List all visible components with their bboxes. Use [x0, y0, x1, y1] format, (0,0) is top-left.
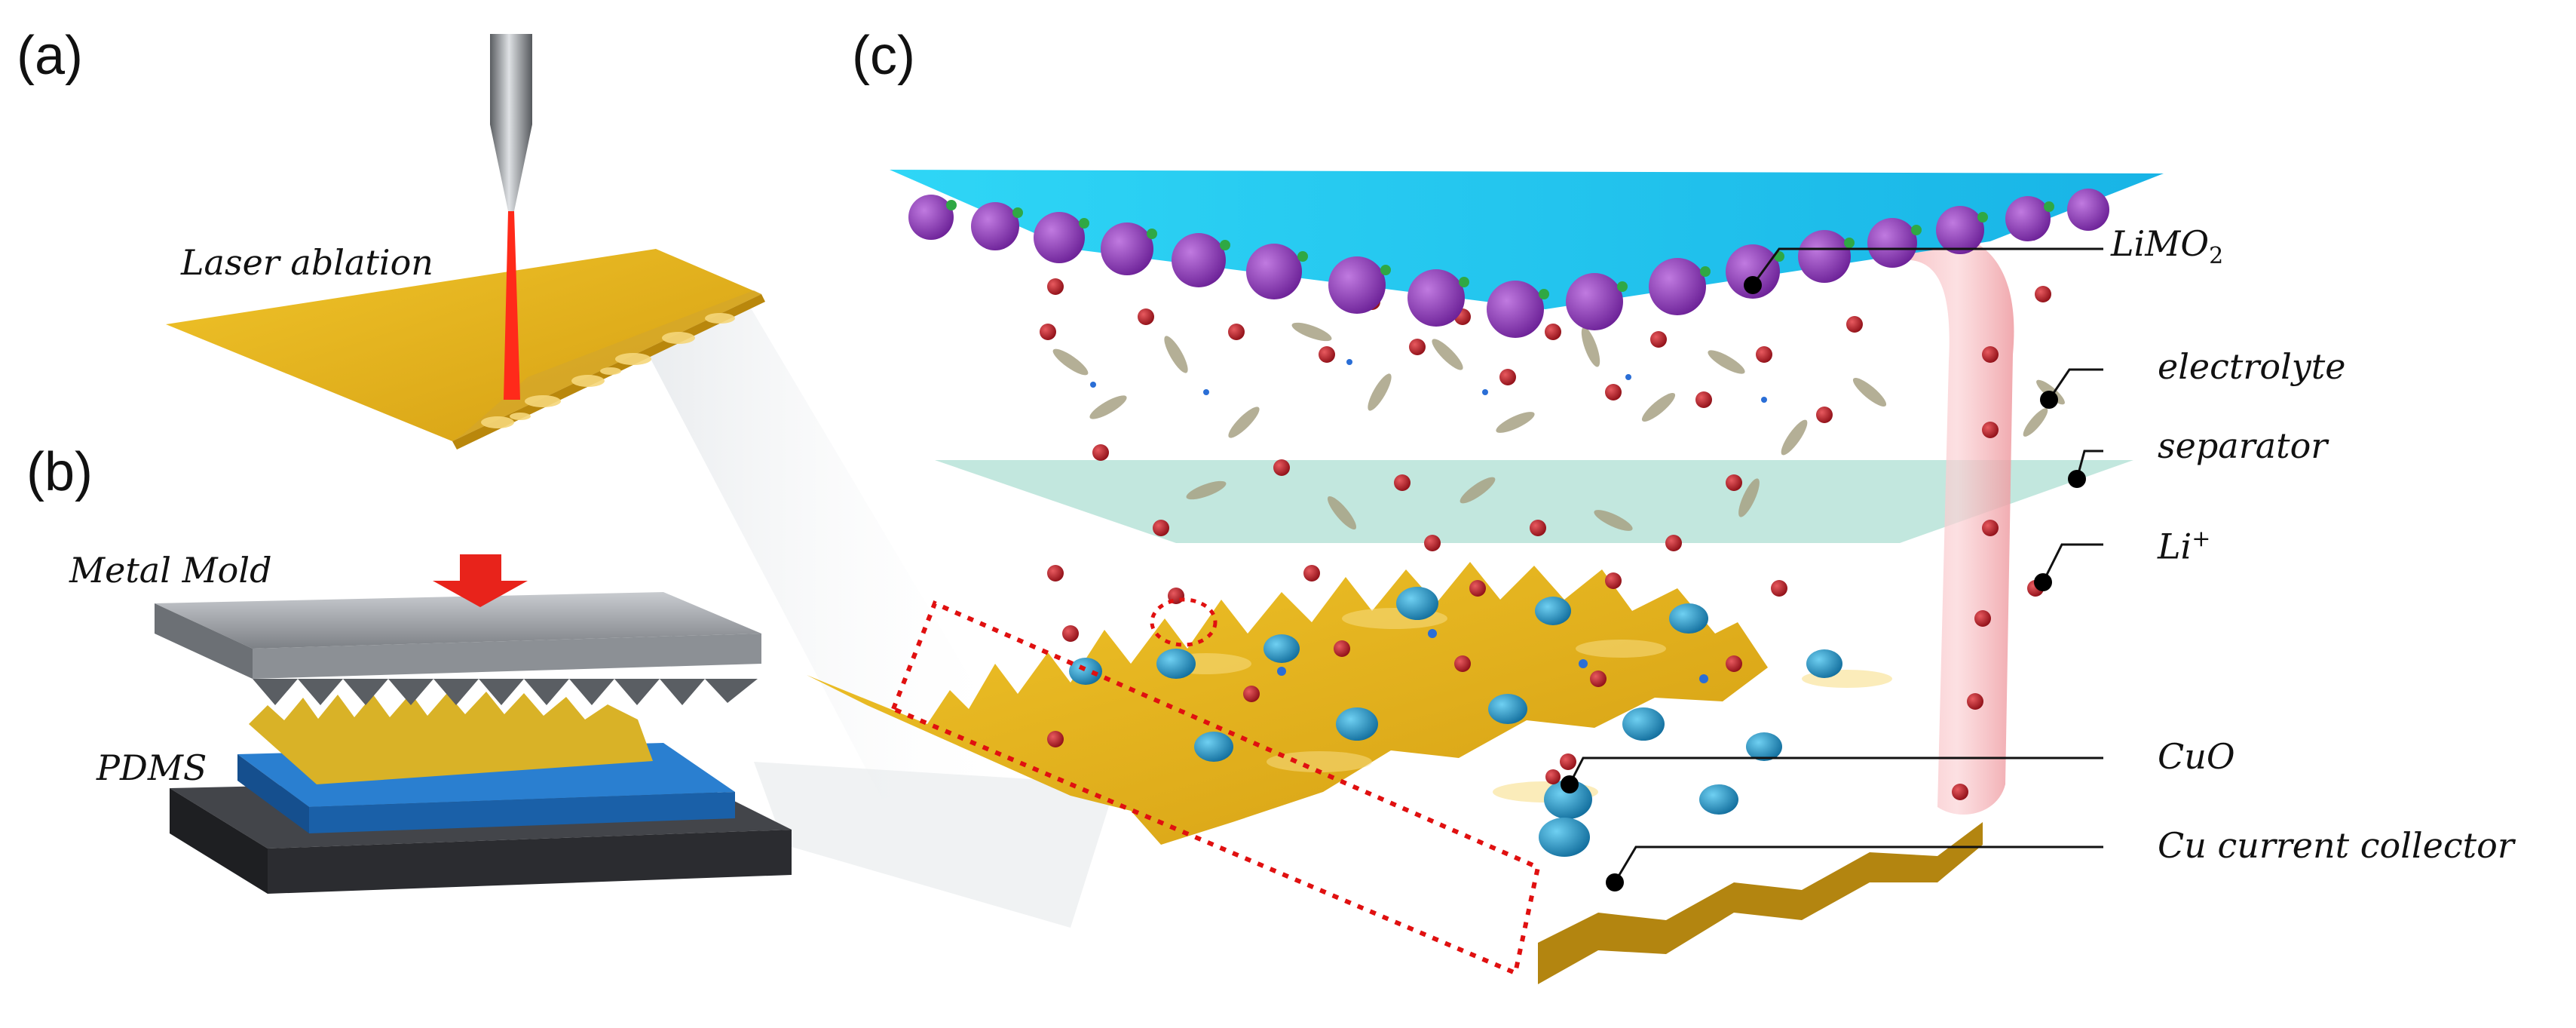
leader-separator [2075, 450, 2103, 480]
leader-cuo [1568, 756, 2103, 785]
label-laser-ablation: Laser ablation [181, 242, 433, 283]
label-limo2: LiMO2 [2111, 226, 2223, 268]
label-limo2-base: LiMO [2111, 223, 2210, 264]
leader-limo2 [1751, 247, 2103, 286]
gold-foil-sheet [166, 249, 761, 441]
label-cuo: CuO [2158, 736, 2235, 777]
label-limo2-subscript: 2 [2209, 243, 2224, 270]
label-pdms: PDMS [96, 747, 207, 788]
zoom-cone-b [754, 762, 1116, 928]
leader-li [2042, 543, 2103, 583]
pink-tube [1900, 231, 2014, 815]
cuo-spheres [1069, 587, 1842, 857]
ablated-texture [481, 313, 735, 428]
label-metal-mold: Metal Mold [69, 550, 272, 591]
label-li-superscript: + [2192, 526, 2211, 552]
label-li-base: Li [2158, 526, 2192, 567]
selection-box [890, 600, 1541, 977]
label-separator: separator [2158, 425, 2328, 466]
laser-beam [504, 211, 520, 400]
panel-label-b: (b) [26, 442, 93, 502]
mold-teeth [253, 679, 758, 705]
panel-a-art [166, 34, 765, 450]
leader-electrolyte [2048, 368, 2103, 400]
cathode-plane [890, 170, 2164, 309]
laser-nozzle-tip [490, 124, 532, 211]
electrolyte-dots [1090, 359, 1767, 683]
press-arrow [433, 554, 528, 607]
panel-b-art [155, 554, 792, 894]
separator-plane [935, 460, 2133, 543]
metal-mold-top [155, 592, 761, 649]
label-electrolyte: electrolyte [2158, 346, 2346, 387]
panel-label-c: (c) [852, 26, 915, 86]
limo2-spheres [908, 189, 2109, 338]
zoom-cone-a [648, 294, 1018, 799]
pdms-gold-film [249, 692, 653, 784]
laser-nozzle-body [490, 34, 532, 124]
label-li-ion: Li+ [2158, 526, 2211, 567]
label-cu-collector: Cu current collector [2158, 825, 2514, 866]
selection-circle [1150, 597, 1218, 647]
li-ions [1032, 218, 2051, 800]
panel-label-a: (a) [17, 26, 83, 86]
leader-collector [1613, 845, 2103, 883]
callout-lines [1568, 247, 2103, 883]
panel-c-art [807, 170, 2164, 984]
limo2-green-dots [946, 200, 2054, 299]
callout-dots [1561, 276, 2086, 891]
